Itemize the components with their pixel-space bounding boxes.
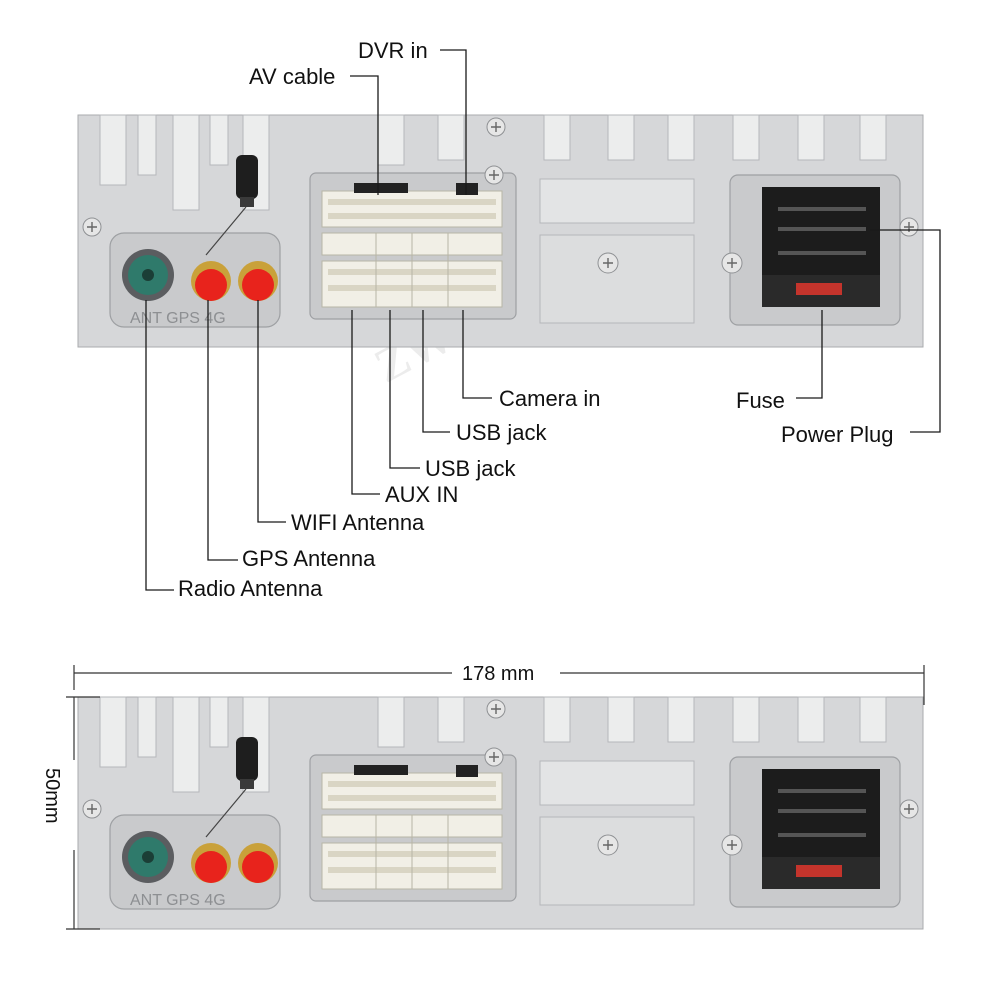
- label-radio-antenna: Radio Antenna: [178, 576, 323, 601]
- label-av-cable: AV cable: [249, 64, 335, 89]
- top-panel: ANT GPS 4G: [77, 114, 924, 348]
- label-aux-in: AUX IN: [385, 482, 458, 507]
- leader-lines: [145, 49, 941, 591]
- label-camera-in: Camera in: [499, 386, 600, 411]
- dimension-lines: [66, 665, 925, 930]
- label-usb-jack-2: USB jack: [425, 456, 516, 481]
- label-wifi-antenna: WIFI Antenna: [291, 510, 425, 535]
- label-fuse: Fuse: [736, 388, 785, 413]
- bottom-panel-marking: ANT GPS 4G: [130, 892, 226, 909]
- label-power-plug: Power Plug: [781, 422, 894, 447]
- top-panel-marking: ANT GPS 4G: [130, 310, 226, 327]
- width-dimension: 178 mm: [462, 663, 534, 685]
- bottom-panel: ANT GPS 4G: [77, 696, 924, 930]
- height-dimension: 50mm: [41, 768, 63, 824]
- label-gps-antenna: GPS Antenna: [242, 546, 376, 571]
- label-usb-jack-1: USB jack: [456, 420, 547, 445]
- label-dvr-in: DVR in: [358, 38, 428, 63]
